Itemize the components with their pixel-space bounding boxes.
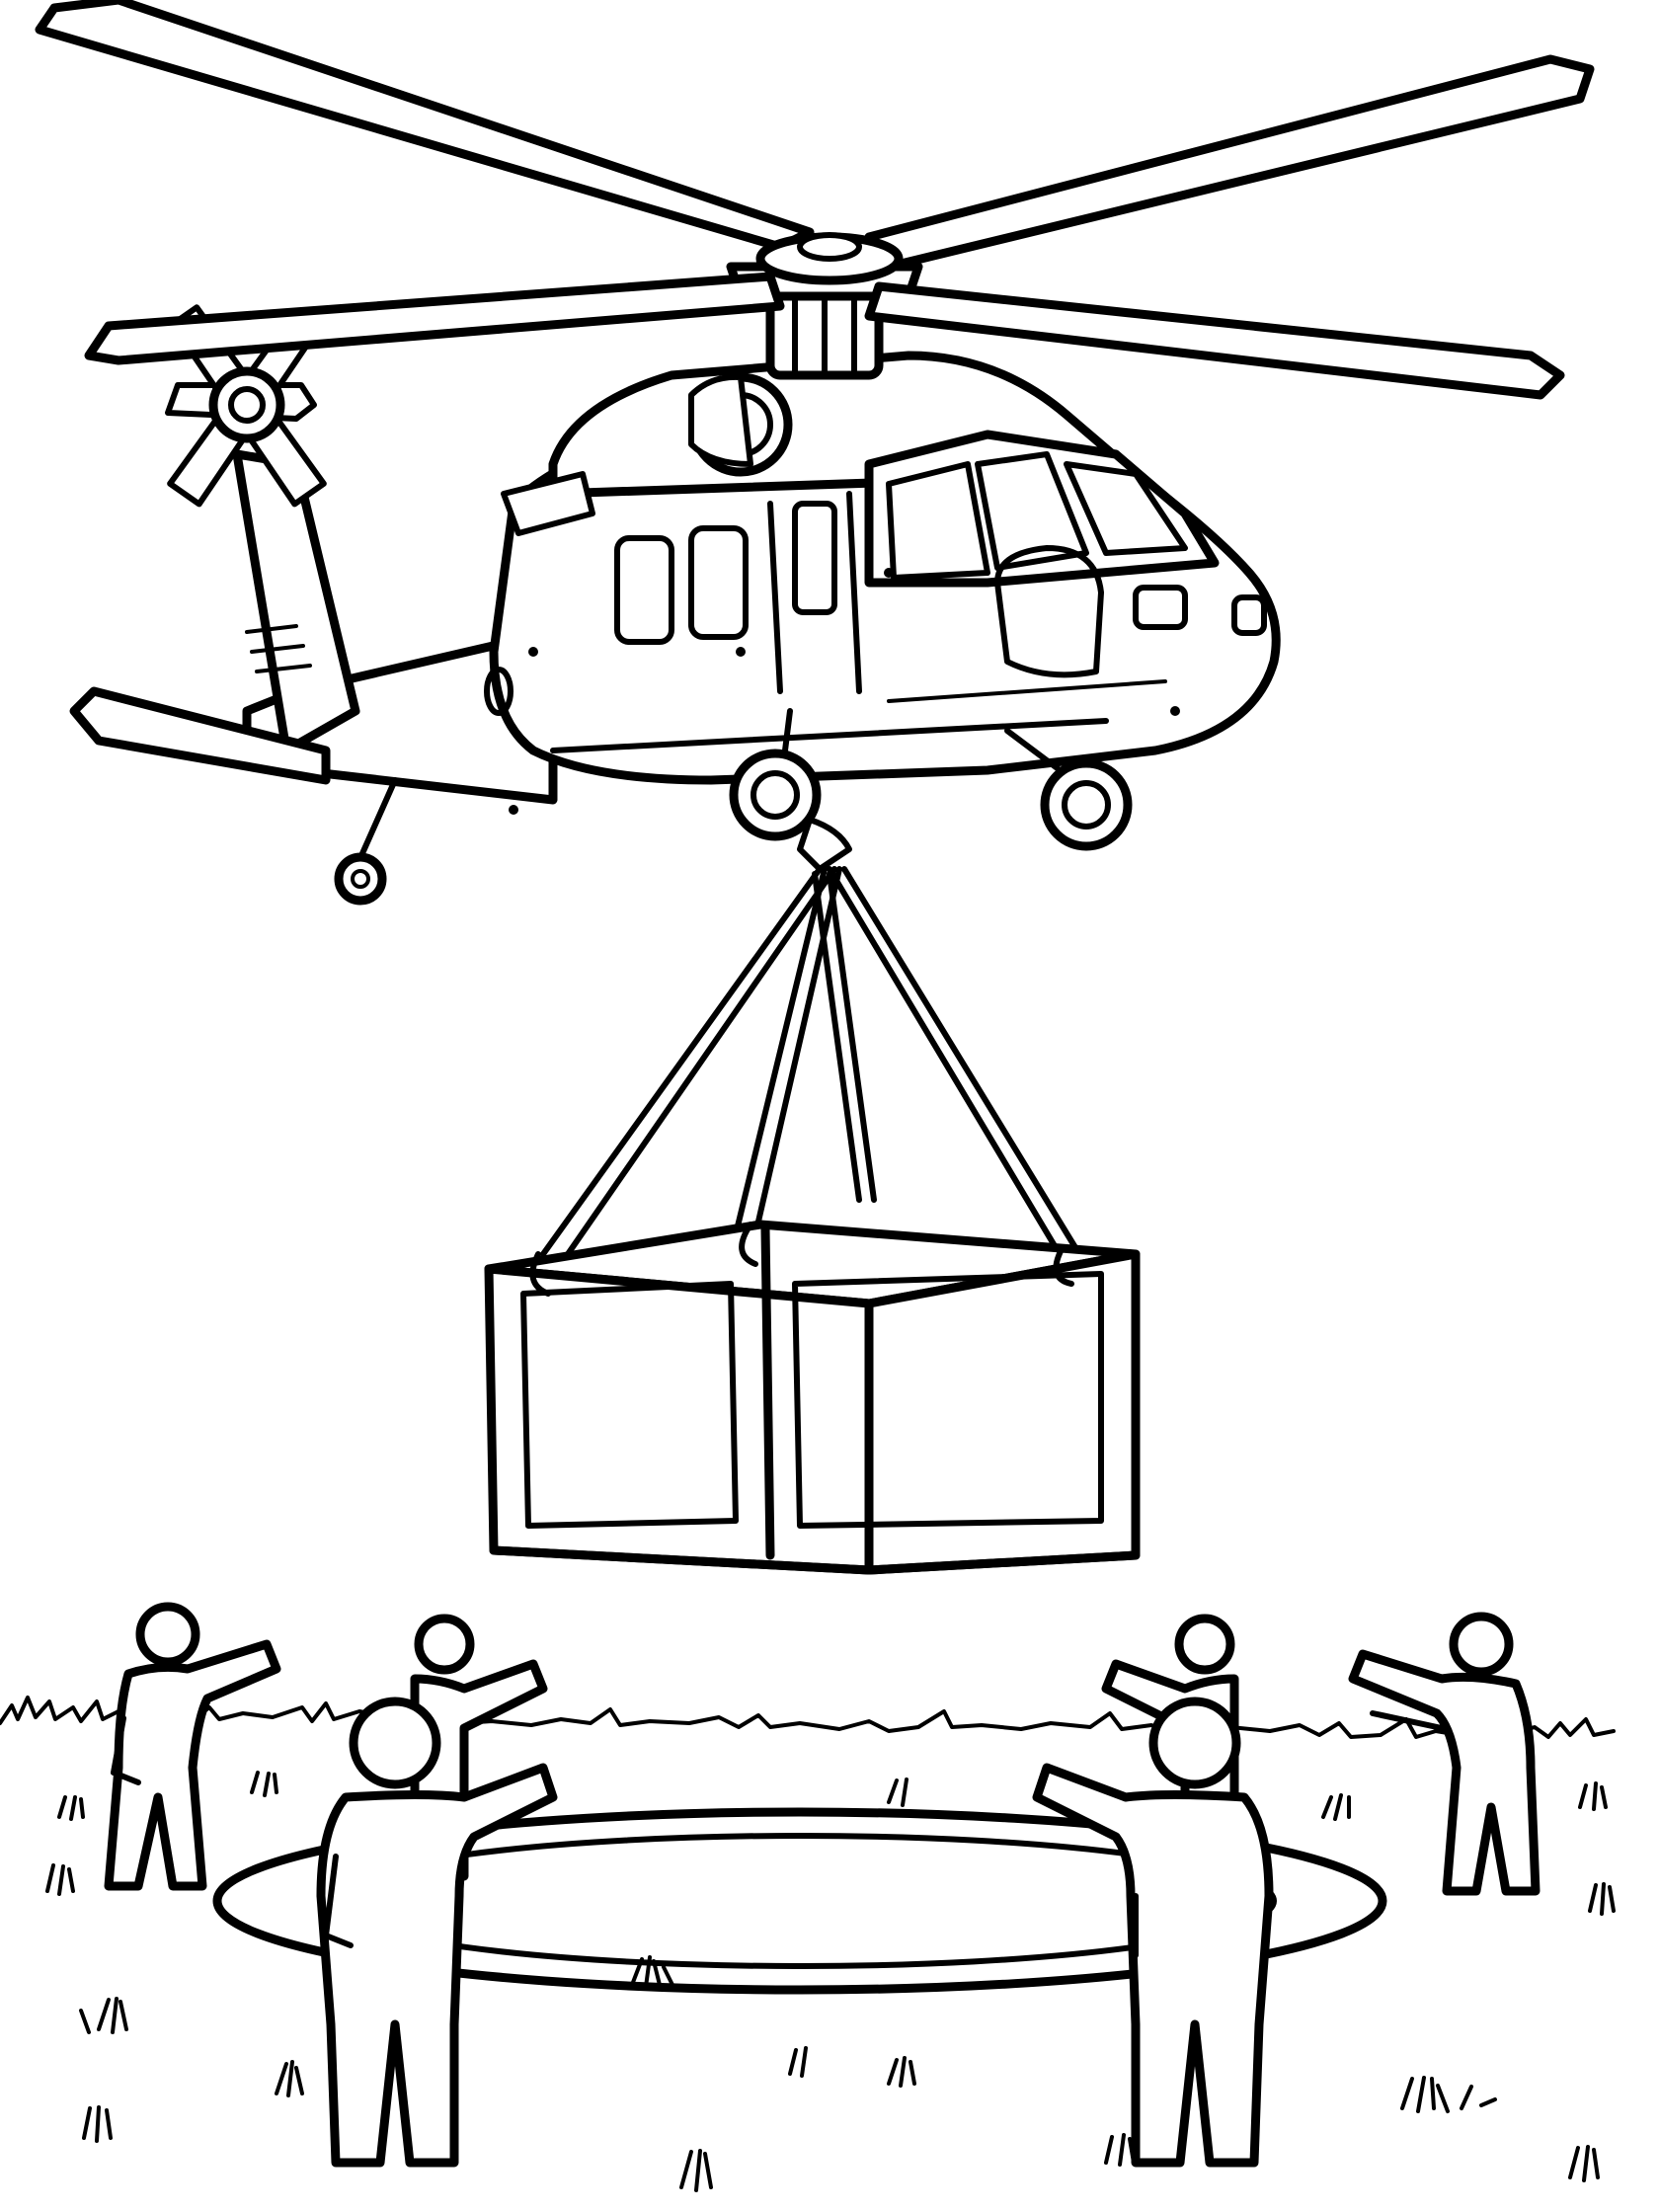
crate: [484, 1220, 1141, 1575]
crew-person-6: [1348, 1612, 1540, 1896]
grass-tufts: [45, 1771, 1616, 2192]
crew-person-1: [104, 1602, 281, 1891]
sling-straps: [540, 866, 1079, 1257]
crew-person-5: [1032, 1697, 1274, 2168]
crew-person-3: [316, 1697, 558, 2168]
grass-horizon: [0, 1696, 1616, 1739]
main-rotor: [35, 0, 1595, 400]
ground-crew: [104, 1602, 1540, 2168]
